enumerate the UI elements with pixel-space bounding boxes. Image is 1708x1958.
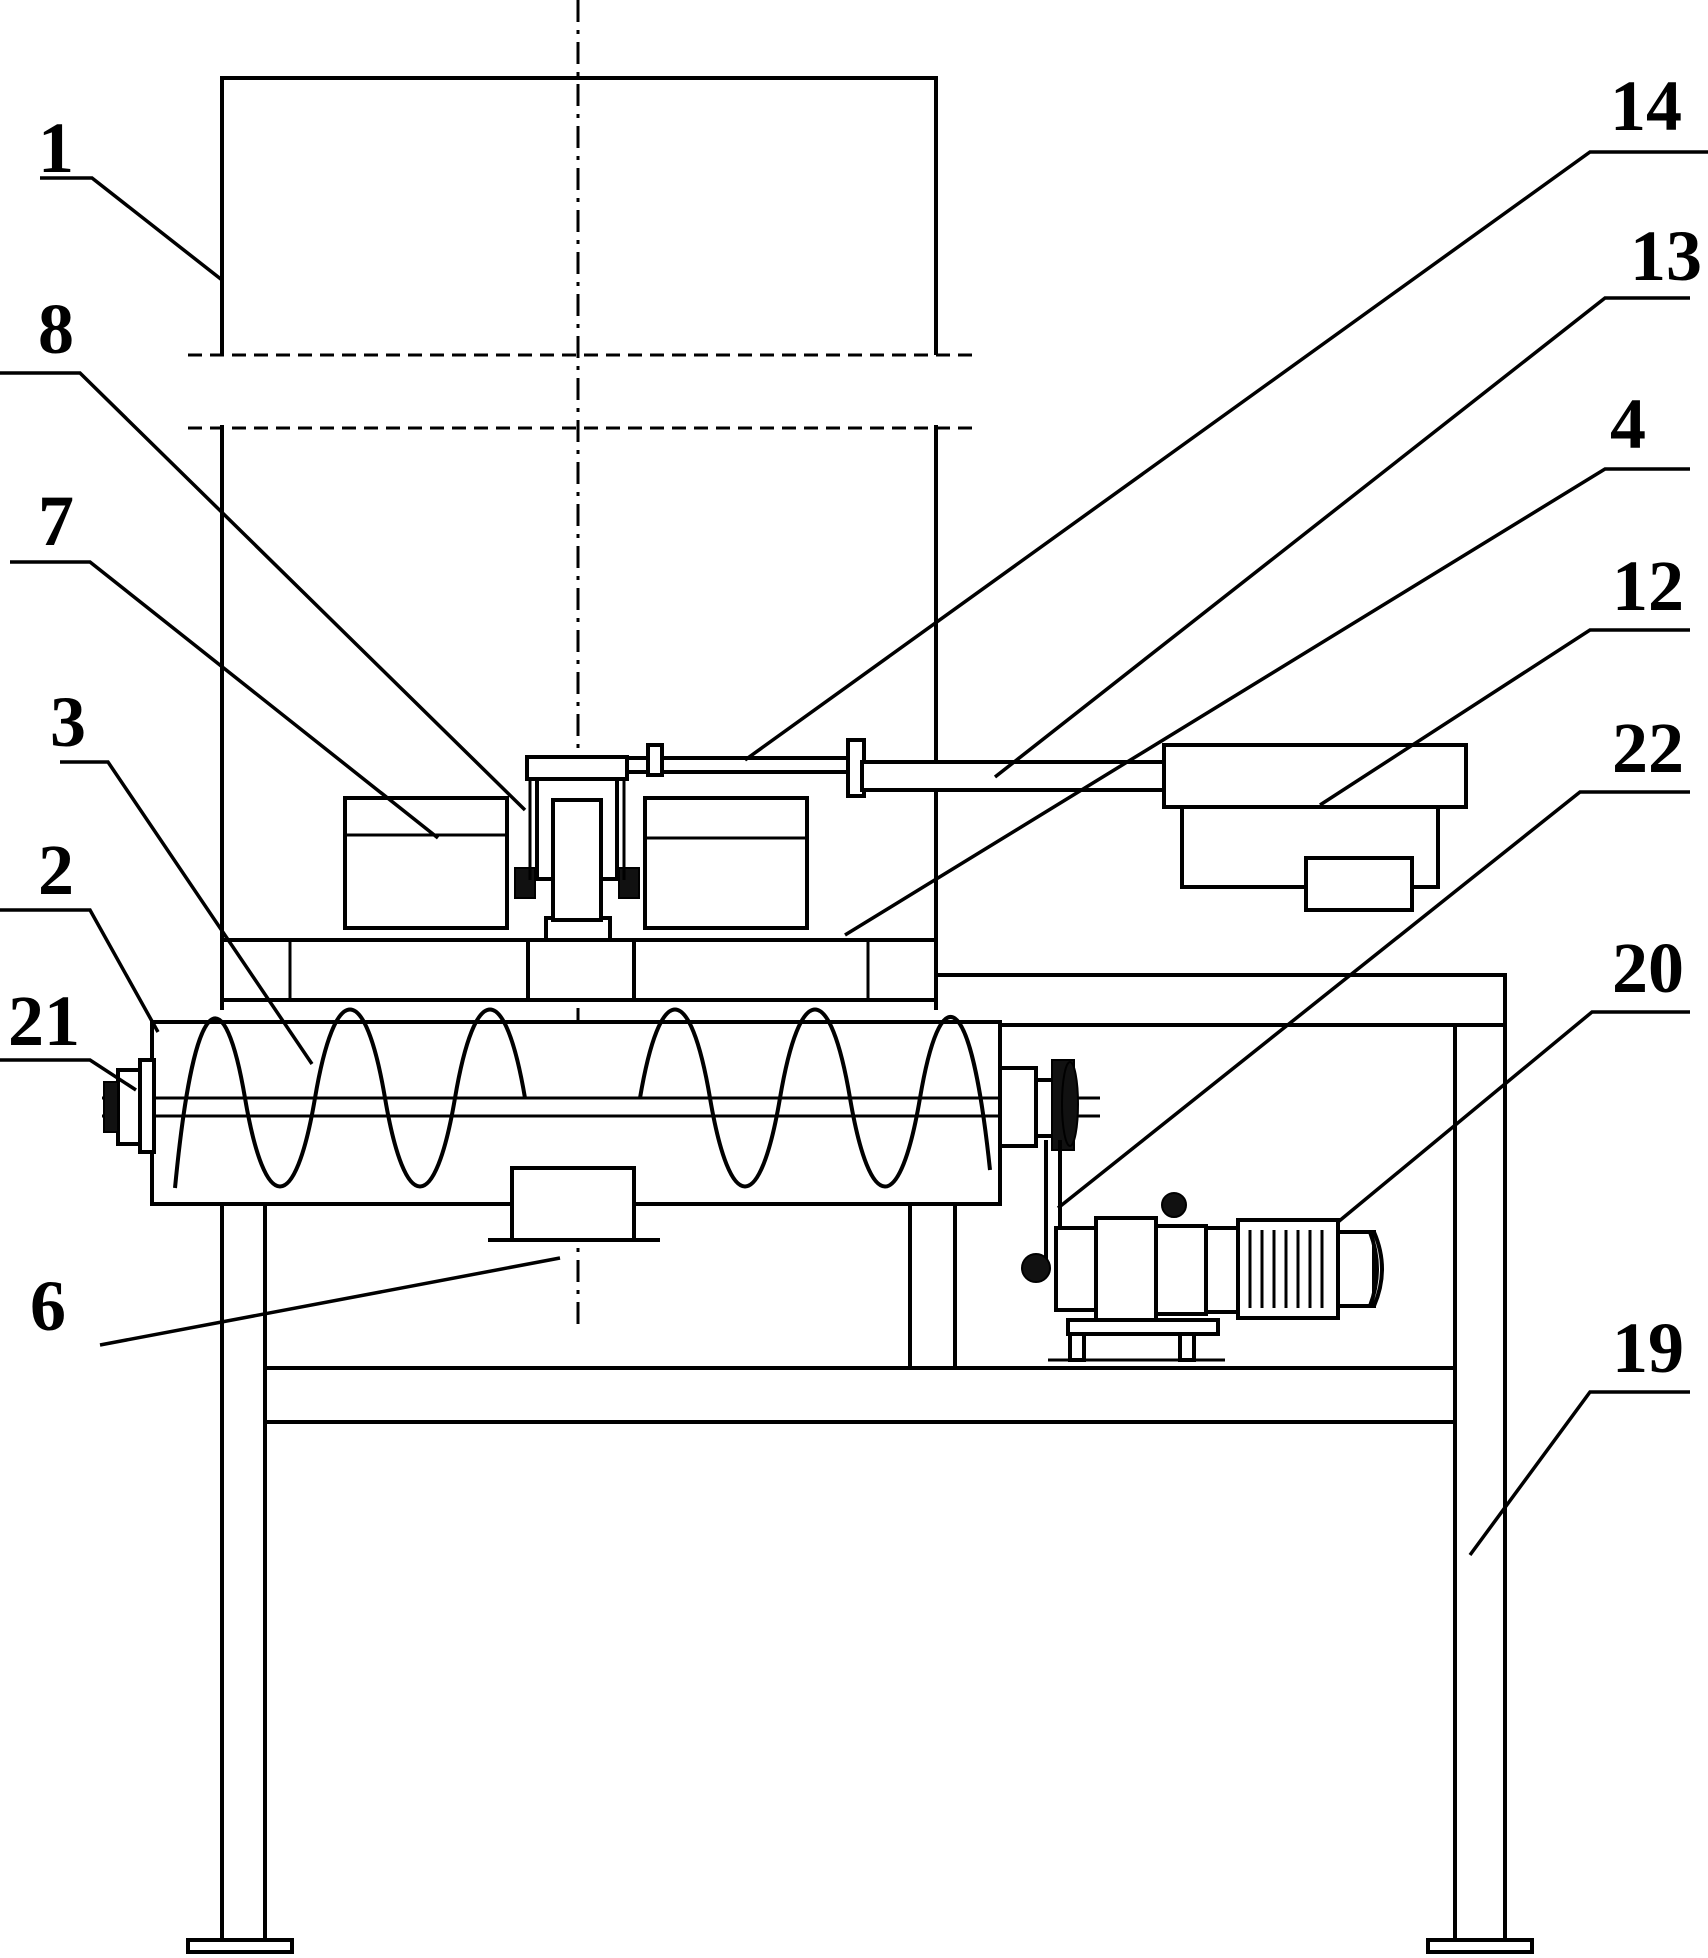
label-13: 13 [1630, 216, 1702, 296]
actuator [1162, 743, 1468, 912]
vibration-motor-right [643, 796, 809, 930]
gear-motor [1021, 1192, 1384, 1362]
right-bracket [936, 973, 1507, 1027]
label-19: 19 [1612, 1308, 1684, 1388]
left-end-bearing [103, 1058, 156, 1154]
label-7: 7 [38, 481, 74, 561]
part-labels: 1 8 7 3 2 21 6 14 13 4 12 22 20 19 [8, 66, 1702, 1388]
label-2: 2 [38, 830, 74, 910]
discharge-outlet [488, 1166, 660, 1242]
drive-rod [625, 738, 1166, 798]
label-1: 1 [38, 108, 74, 188]
label-8: 8 [38, 289, 74, 369]
label-22: 22 [1612, 708, 1684, 788]
right-end-bearing [998, 1059, 1079, 1151]
screw-flights [173, 1007, 992, 1189]
label-12: 12 [1612, 546, 1684, 626]
label-6: 6 [30, 1266, 66, 1346]
center-bearing [514, 755, 640, 922]
support-frame [186, 1025, 1534, 1954]
label-4: 4 [1610, 384, 1646, 464]
vibration-motor-left [343, 796, 509, 930]
label-14: 14 [1610, 66, 1682, 146]
label-21: 21 [8, 981, 80, 1061]
hopper [188, 76, 980, 1010]
label-20: 20 [1612, 928, 1684, 1008]
label-3: 3 [50, 682, 86, 762]
leader-lines [0, 150, 1708, 1557]
support-platform [220, 916, 938, 1002]
